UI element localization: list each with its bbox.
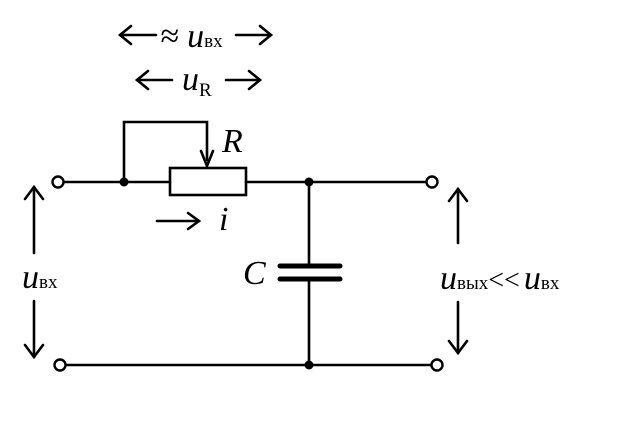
input-voltage-arrow: [23, 184, 45, 360]
output-terminal-top: [425, 175, 439, 189]
input-voltage-label: uвх: [22, 259, 58, 296]
junction-wiper: [119, 177, 129, 187]
junction-capacitor-bottom: [304, 360, 314, 370]
junction-capacitor-top: [304, 177, 314, 187]
rheostat-wiper: [122, 120, 209, 184]
output-voltage-arrow: [447, 186, 469, 356]
input-terminal-top: [51, 175, 65, 189]
rheostat-wiper-arrowhead: [199, 149, 215, 170]
input-terminal-bottom: [53, 358, 67, 372]
input-voltage-approx-label: ≈ uвх: [160, 18, 223, 55]
current-arrow: [155, 211, 202, 231]
resistor-body: [168, 166, 248, 197]
current-label: i: [219, 201, 229, 238]
input-voltage-span-arrow: [117, 24, 274, 46]
capacitor-label: C: [243, 255, 266, 292]
resistor-voltage-span-arrow: [134, 69, 263, 91]
resistor-voltage-label: uR: [182, 61, 212, 101]
output-terminal-bottom: [430, 358, 444, 372]
resistor-label: R: [222, 123, 243, 160]
output-voltage-relation-label: uвых<<uвх: [440, 260, 560, 297]
